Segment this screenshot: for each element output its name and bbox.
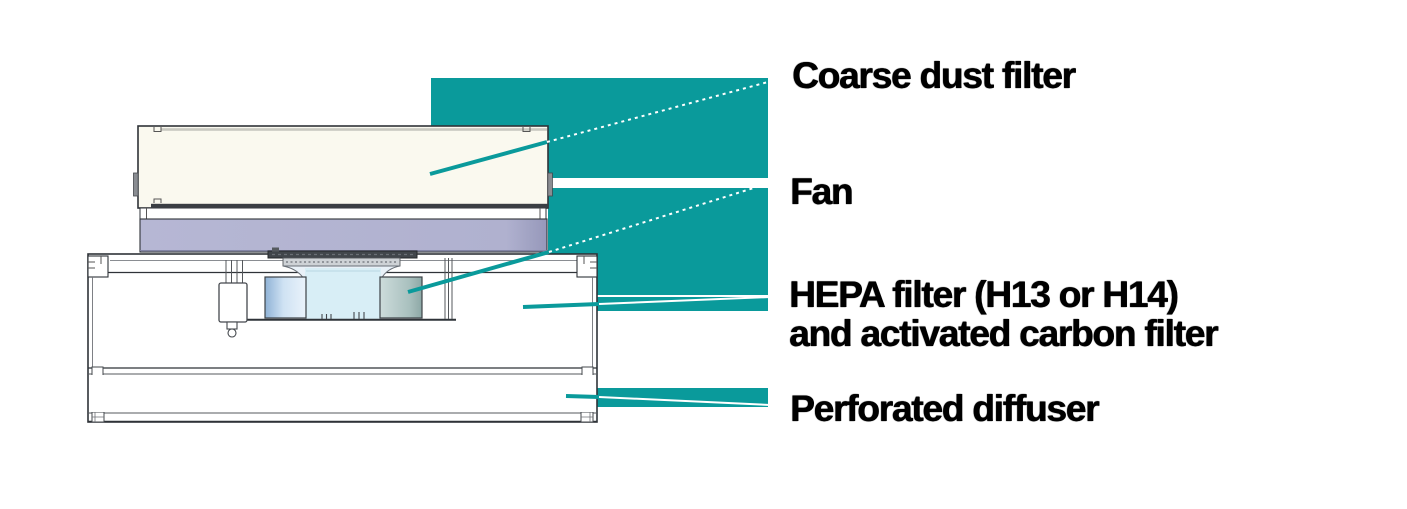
cassette-bottom-seal [151, 203, 548, 208]
label-fan: Fan [790, 171, 853, 212]
outlet-diffuser-panel [89, 375, 596, 412]
label-hepa-line1: HEPA filter (H13 or H14) [789, 274, 1179, 315]
fan-impeller-right [379, 276, 423, 319]
partition-duct [444, 258, 453, 319]
valve-drain-tip [227, 328, 237, 338]
cassette-top-seam [161, 128, 547, 131]
label-hepa-line2: and activated carbon filter [789, 313, 1218, 354]
fan-assembly [219, 247, 456, 321]
cassette-clamp-left [133, 172, 139, 197]
label-coarse-dust-filter: Coarse dust filter [792, 55, 1076, 96]
motor-mount-left [321, 314, 332, 319]
label-hepa-activated-carbon: HEPA filter (H13 or H14) and activated c… [789, 274, 1218, 354]
leader-coarse-filter-solid [429, 140, 548, 176]
filter-cassette [133, 125, 553, 209]
prefilter-media-layer [139, 218, 548, 253]
housing-corner-left [87, 255, 109, 278]
label-perforated-diffuser: Perforated diffuser [790, 388, 1099, 429]
cassette-frame-gasket [139, 207, 547, 220]
motor-mount-right [353, 312, 365, 319]
leader-fan-dashed [548, 180, 777, 253]
leader-diffuser-white [598, 396, 771, 406]
leader-diffuser-solid [565, 394, 600, 399]
leader-lines [407, 78, 780, 406]
cassette-clamp-right [547, 172, 553, 197]
leader-hepa-solid [522, 302, 600, 309]
leader-coarse-filter-dashed [546, 78, 780, 143]
mounting-screw [272, 247, 279, 252]
fan-motor-center [305, 268, 381, 319]
housing-corner-right [576, 255, 598, 278]
valve-component [218, 260, 248, 338]
leader-fan-solid [407, 250, 550, 294]
mid-rail-clip-left [91, 366, 104, 377]
highlight-block-hepa-filter [597, 297, 768, 311]
fan-impeller-left [264, 276, 307, 319]
mid-rail-clip-right [581, 366, 594, 377]
leader-hepa-white [598, 296, 771, 305]
